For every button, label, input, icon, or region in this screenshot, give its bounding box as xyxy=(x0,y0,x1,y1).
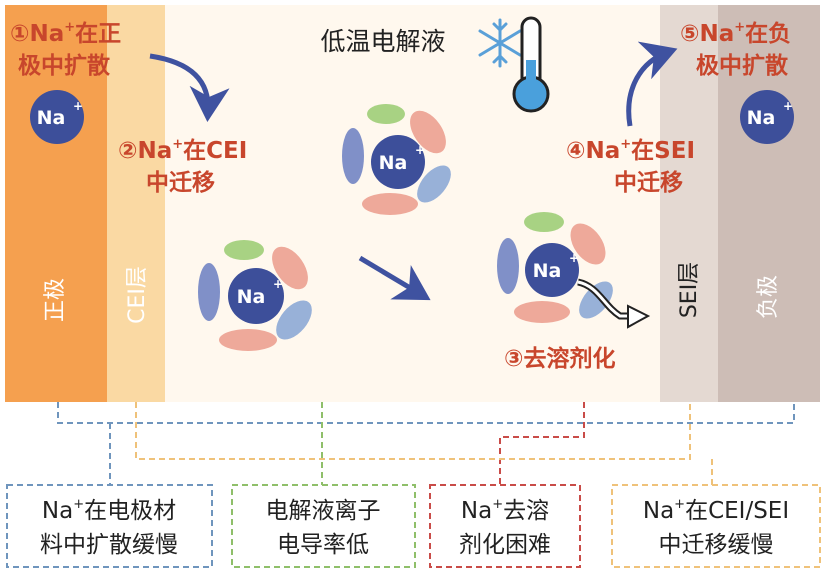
step5-label-line2: 极中扩散 xyxy=(696,53,788,79)
desolvation-arrow-icon xyxy=(576,278,651,329)
step5-arrow xyxy=(626,41,678,127)
svg-text:电导率低: 电导率低 xyxy=(277,532,369,558)
svg-text:Na: Na xyxy=(37,107,66,129)
issue-box-desolvation: Na+去溶 剂化困难 xyxy=(429,484,581,568)
cathode-na-ion: Na + xyxy=(30,90,84,144)
step2-label-line1: ②Na+在CEI xyxy=(118,137,247,164)
step4-label-line2: 中迁移 xyxy=(614,170,683,196)
snowflake-icon xyxy=(478,18,522,68)
step5-label-line1: ⑤Na+在负 xyxy=(680,20,791,47)
svg-text:+: + xyxy=(783,99,793,113)
svg-text:Na: Na xyxy=(533,260,562,282)
svg-text:Na: Na xyxy=(237,286,266,308)
issue-box-electrolyte-conductivity: 电解液离子 电导率低 xyxy=(231,484,416,568)
svg-text:+: + xyxy=(415,143,425,157)
cathode-label: 正极 xyxy=(43,278,68,322)
svg-text:中迁移缓慢: 中迁移缓慢 xyxy=(659,532,774,558)
anode-na-ion: Na + xyxy=(740,90,794,144)
sei-layer-label: SEI层 xyxy=(677,262,702,318)
cei-layer-region xyxy=(107,5,165,402)
svg-text:剂化困难: 剂化困难 xyxy=(459,532,551,558)
svg-text:料中扩散缓慢: 料中扩散缓慢 xyxy=(40,532,178,558)
diagram-title: 低温电解液 xyxy=(320,27,445,56)
migration-arrow xyxy=(358,255,431,301)
svg-text:Na+去溶: Na+去溶 xyxy=(461,497,549,524)
svg-text:+: + xyxy=(273,277,283,291)
svg-text:+: + xyxy=(569,251,579,265)
issue-box-interphase-migration: Na+在CEI/SEI 中迁移缓慢 xyxy=(611,484,821,568)
step1-label-line1: ①Na+在正 xyxy=(10,20,121,47)
svg-text:Na: Na xyxy=(747,107,776,129)
solvated-na-cluster: Na + xyxy=(198,240,312,351)
cathode-region xyxy=(5,5,107,402)
anode-label: 负极 xyxy=(756,275,781,319)
step1-arrow xyxy=(149,53,230,122)
anode-region xyxy=(718,5,820,402)
svg-text:电解液离子: 电解液离子 xyxy=(266,498,381,524)
svg-text:Na+在电极材: Na+在电极材 xyxy=(42,497,176,524)
svg-text:Na: Na xyxy=(379,152,408,174)
solvated-na-cluster: Na + xyxy=(342,104,451,215)
step2-label-line2: 中迁移 xyxy=(146,170,215,196)
step1-label-line2: 极中扩散 xyxy=(18,53,110,79)
issue-box-electrode-diffusion: Na+在电极材 料中扩散缓慢 xyxy=(6,484,213,568)
connector-lines xyxy=(57,402,795,485)
svg-text:+: + xyxy=(73,99,83,113)
thermometer-icon xyxy=(512,16,550,113)
step3-label: ③去溶剂化 xyxy=(504,345,615,372)
cei-layer-label: CEI层 xyxy=(125,266,150,324)
step4-label-line1: ④Na+在SEI xyxy=(566,137,695,164)
desolvating-na-cluster: Na + xyxy=(497,212,613,323)
svg-text:Na+在CEI/SEI: Na+在CEI/SEI xyxy=(643,497,789,524)
